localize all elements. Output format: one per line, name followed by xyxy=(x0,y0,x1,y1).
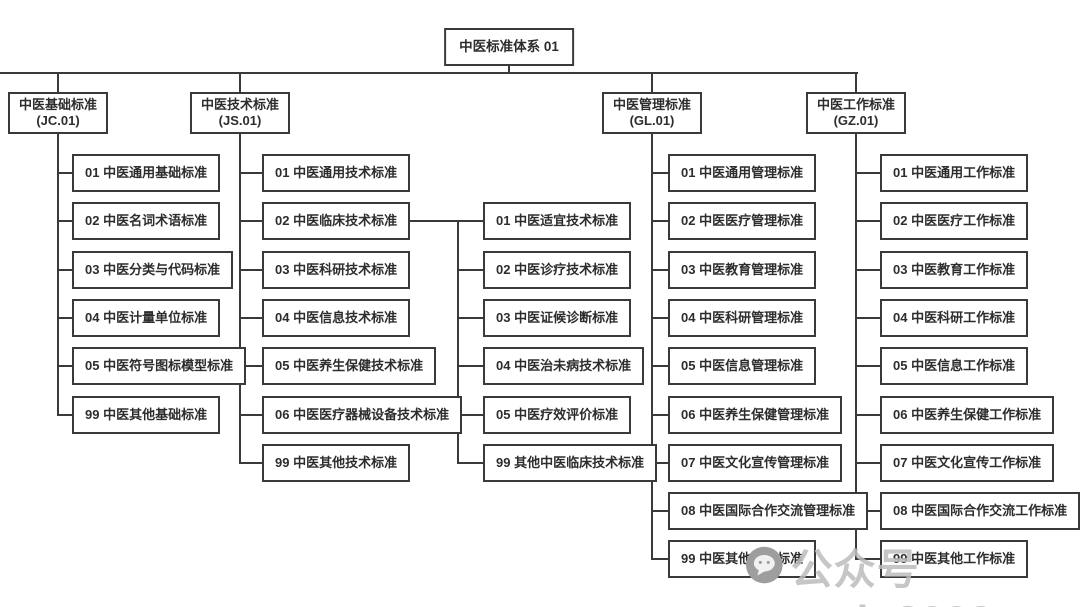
branch-tick-line-js-05 xyxy=(240,365,262,368)
branch-tick-line-gz-05 xyxy=(856,365,880,368)
subbranch-trunk-line xyxy=(457,220,459,464)
branch-stem-line-js xyxy=(239,72,241,93)
node-gl-06: 06 中医养生保健管理标准 xyxy=(668,396,843,434)
branch-tick-line-gz-06 xyxy=(856,413,880,416)
node-gz-01: 01 中医通用工作标准 xyxy=(880,154,1029,192)
node-js-06: 06 中医医疗器械设备技术标准 xyxy=(262,396,463,434)
branch-tick-line-js-06 xyxy=(240,413,262,416)
root-node: 中医标准体系 01 xyxy=(444,28,574,66)
node-js-02-02: 02 中医诊疗技术标准 xyxy=(483,251,632,289)
branch-tick-line-js-01 xyxy=(240,172,262,174)
node-jc-05: 05 中医符号图标模型标准 xyxy=(72,347,247,385)
node-jc-02: 02 中医名词术语标准 xyxy=(72,202,221,240)
node-gl-07: 07 中医文化宣传管理标准 xyxy=(668,444,843,482)
branch-tick-line-gz-07 xyxy=(856,461,880,464)
branch-header-js: 中医技术标准(JS.01) xyxy=(189,92,291,134)
top-horizontal-line xyxy=(0,72,858,74)
branch-code-js: (JS.01) xyxy=(218,113,262,128)
branch-name-jc: 中医基础标准 xyxy=(18,97,98,112)
branch-trunk-line-gz xyxy=(855,131,857,561)
branch-tick-line-gz-01 xyxy=(856,172,880,174)
node-gl-03: 03 中医教育管理标准 xyxy=(668,251,817,289)
branch-trunk-line-js xyxy=(239,131,241,464)
root-stem-line xyxy=(508,64,510,74)
branch-header-jc: 中医基础标准(JC.01) xyxy=(7,92,109,134)
subbranch-tick-line-05 xyxy=(458,413,483,416)
branch-name-js: 中医技术标准 xyxy=(200,97,280,112)
branch-tick-line-js-02 xyxy=(240,220,262,223)
branch-code-gz: (GZ.01) xyxy=(833,113,879,128)
branch-trunk-line-jc xyxy=(57,131,59,416)
branch-tick-line-jc-99 xyxy=(58,413,72,416)
branch-header-gz: 中医工作标准(GZ.01) xyxy=(805,92,907,134)
subbranch-feed-line xyxy=(410,220,458,223)
branch-header-gl: 中医管理标准(GL.01) xyxy=(601,92,703,134)
node-jc-03: 03 中医分类与代码标准 xyxy=(72,251,234,289)
node-js-01: 01 中医通用技术标准 xyxy=(262,154,411,192)
node-gz-03: 03 中医教育工作标准 xyxy=(880,251,1029,289)
branch-stem-line-gz xyxy=(855,72,857,93)
node-js-02-99: 99 其他中医临床技术标准 xyxy=(483,444,658,482)
node-gl-01: 01 中医通用管理标准 xyxy=(668,154,817,192)
branch-tick-line-gl-08 xyxy=(652,510,668,513)
node-gl-02: 02 中医医疗管理标准 xyxy=(668,202,817,240)
node-js-04: 04 中医信息技术标准 xyxy=(262,299,411,337)
node-gl-99: 99 中医其他管理标准 xyxy=(668,540,817,578)
subbranch-tick-line-03 xyxy=(458,316,483,319)
branch-code-jc: (JC.01) xyxy=(36,113,80,128)
branch-tick-line-gl-05 xyxy=(652,365,668,368)
node-gz-05: 05 中医信息工作标准 xyxy=(880,347,1029,385)
subbranch-tick-line-99 xyxy=(458,461,483,464)
branch-tick-line-gz-02 xyxy=(856,220,880,223)
branch-tick-line-gl-03 xyxy=(652,268,668,271)
node-gz-08: 08 中医国际合作交流工作标准 xyxy=(880,492,1080,530)
branch-tick-line-gl-02 xyxy=(652,220,668,223)
node-js-02-03: 03 中医证候诊断标准 xyxy=(483,299,632,337)
branch-tick-line-js-03 xyxy=(240,268,262,271)
branch-tick-line-gl-07 xyxy=(652,461,668,464)
node-js-02-01: 01 中医适宜技术标准 xyxy=(483,202,632,240)
node-js-02: 02 中医临床技术标准 xyxy=(262,202,411,240)
branch-tick-line-jc-03 xyxy=(58,268,72,271)
branch-tick-line-gl-01 xyxy=(652,172,668,174)
node-js-02-05: 05 中医疗效评价标准 xyxy=(483,396,632,434)
branch-code-gl: (GL.01) xyxy=(629,113,675,128)
branch-tick-line-gl-99 xyxy=(652,558,668,561)
node-js-03: 03 中医科研技术标准 xyxy=(262,251,411,289)
branch-tick-line-gz-03 xyxy=(856,268,880,271)
node-gz-07: 07 中医文化宣传工作标准 xyxy=(880,444,1055,482)
branch-stem-line-gl xyxy=(651,72,653,93)
node-gl-05: 05 中医信息管理标准 xyxy=(668,347,817,385)
branch-tick-line-jc-04 xyxy=(58,316,72,319)
node-gl-08: 08 中医国际合作交流管理标准 xyxy=(668,492,869,530)
branch-name-gl: 中医管理标准 xyxy=(612,97,692,112)
branch-name-gz: 中医工作标准 xyxy=(816,97,896,112)
subbranch-tick-line-04 xyxy=(458,365,483,368)
branch-tick-line-jc-02 xyxy=(58,220,72,223)
branch-stem-line-jc xyxy=(57,72,59,93)
node-js-99: 99 中医其他技术标准 xyxy=(262,444,411,482)
branch-tick-line-js-04 xyxy=(240,316,262,319)
node-jc-04: 04 中医计量单位标准 xyxy=(72,299,221,337)
node-jc-01: 01 中医通用基础标准 xyxy=(72,154,221,192)
subbranch-tick-line-02 xyxy=(458,268,483,271)
branch-tick-line-jc-05 xyxy=(58,365,72,368)
node-js-05: 05 中医养生保健技术标准 xyxy=(262,347,437,385)
node-gz-06: 06 中医养生保健工作标准 xyxy=(880,396,1055,434)
branch-tick-line-gz-99 xyxy=(856,558,880,561)
branch-tick-line-gz-04 xyxy=(856,316,880,319)
branch-trunk-line-gl xyxy=(651,131,653,561)
node-jc-99: 99 中医其他基础标准 xyxy=(72,396,221,434)
branch-tick-line-jc-01 xyxy=(58,172,72,174)
node-gz-04: 04 中医科研工作标准 xyxy=(880,299,1029,337)
branch-tick-line-js-99 xyxy=(240,461,262,464)
node-gz-02: 02 中医医疗工作标准 xyxy=(880,202,1029,240)
branch-tick-line-gl-04 xyxy=(652,316,668,319)
node-js-02-04: 04 中医治未病技术标准 xyxy=(483,347,645,385)
branch-tick-line-gl-06 xyxy=(652,413,668,416)
subbranch-tick-line-01 xyxy=(458,220,483,223)
node-gl-04: 04 中医科研管理标准 xyxy=(668,299,817,337)
node-gz-99: 99 中医其他工作标准 xyxy=(880,540,1029,578)
